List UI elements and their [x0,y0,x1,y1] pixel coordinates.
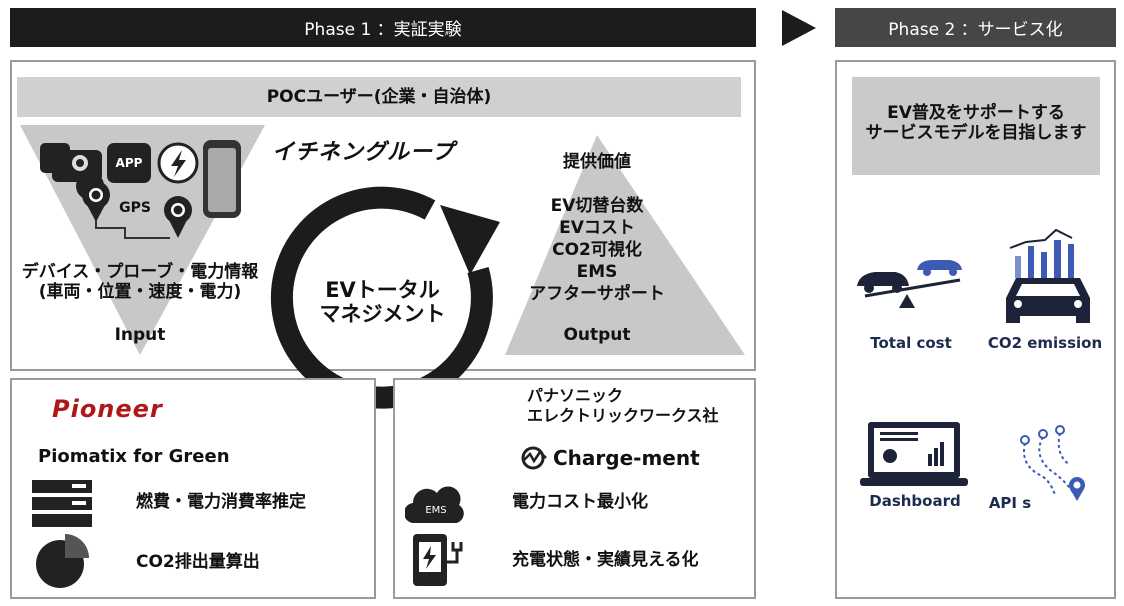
input-line2: (車両・位置・速度・電力) [38,282,242,302]
output-item: EMS [576,262,618,282]
diagram-shapes [20,125,745,409]
ichinen-logo: イチネングループ [272,140,455,165]
server-icon [32,480,92,527]
cycle-arrow [270,186,493,409]
total-cost-scale-icon [857,260,962,308]
panasonic-feature: 電力コスト最小化 [512,492,648,512]
goal-line1: EV普及をサポートする [887,103,1065,123]
panasonic-line2: エレクトリックワークス社 [527,406,719,425]
cloud-icon [405,486,464,524]
service-apis: API s [988,494,1032,512]
pioneer-logo: Pioneer [52,395,163,423]
pie-chart-icon [36,534,89,588]
service-total-cost: Total cost [870,334,952,352]
output-triangle [505,135,745,355]
output-item: CO2可視化 [552,240,642,260]
output-item: アフターサポート [529,284,665,304]
app-icon [107,143,151,183]
phase2-header: Phase 2 ：サービス化 [835,8,1116,47]
input-description: デバイス・プローブ・電力情報(車両・位置・速度・電力) [15,262,265,302]
pioneer-feature: 燃費・電力消費率推定 [136,492,306,512]
pioneer-product: Piomatix for Green [38,446,230,467]
poc-bar: POCユーザー(企業・自治体) [17,77,741,117]
phase2-goal: EV普及をサポートするサービスモデルを目指します [852,77,1100,175]
center-line1: EVトータル [325,278,440,302]
service-dashboard: Dashboard [869,492,961,510]
output-items: EV切替台数 EVコスト CO2可視化 EMS アフターサポート [527,195,667,305]
output-item: EVコスト [559,218,635,238]
gps-label: GPS [119,200,151,216]
goal-line2: サービスモデルを目指します [865,123,1087,143]
ems-badge: EMS [425,505,447,516]
center-title: EVトータルマネジメント [300,278,465,326]
gps-pin-icon [164,196,192,238]
api-route-icon [1020,425,1085,501]
phase1-header: Phase 1 ：実証実験 [10,8,756,47]
center-line2: マネジメント [319,302,446,326]
arrow-right-icon [782,10,816,46]
phase2-title: Phase 2 ：サービス化 [888,20,1063,40]
ev-charger-icon [413,534,463,586]
input-label: Input [114,325,166,345]
panasonic-feature: 充電状態・実績見える化 [512,550,699,570]
phone-icon [203,140,241,218]
charge-ment-logo: Charge-ment [553,446,700,470]
co2-emission-chart-car-icon [1006,228,1090,323]
charge-ment-logo-icon [521,446,547,470]
panasonic-line1: パナソニック [527,386,624,405]
output-title: 提供価値 [563,152,631,172]
output-label: Output [563,325,631,345]
app-label: APP [115,156,143,170]
dashboard-laptop-icon [860,422,968,486]
pioneer-feature: CO2排出量算出 [136,552,260,572]
output-item: EV切替台数 [550,196,644,216]
service-co2-emission: CO2 emission [987,334,1103,352]
phase1-title: Phase 1 ：実証実験 [304,20,462,40]
panasonic-name: パナソニックエレクトリックワークス社 [527,386,719,426]
lightning-icon [157,142,199,184]
input-line1: デバイス・プローブ・電力情報 [21,262,259,282]
gps-pin-icon [76,172,110,225]
cycle-arrowhead [440,205,500,275]
